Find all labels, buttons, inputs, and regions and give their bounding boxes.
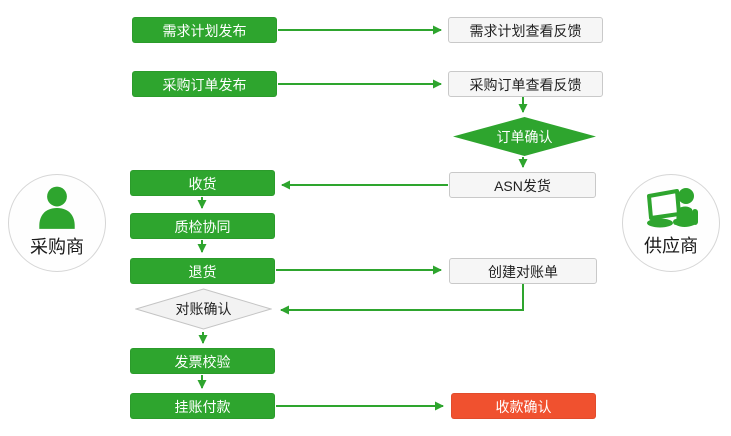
- diamond-shape: [135, 288, 272, 330]
- node-asn-ship: ASN发货: [449, 172, 596, 198]
- node-quality-collab: 质检协同: [130, 213, 275, 239]
- statement-confirm-label: 对账确认: [175, 301, 232, 317]
- node-po-feedback: 采购订单查看反馈: [448, 71, 603, 97]
- node-order-confirm: 订单确认: [453, 117, 596, 156]
- person-laptop-icon: [647, 188, 698, 228]
- node-receive-goods: 收货: [130, 170, 275, 196]
- person-icon: [39, 186, 75, 229]
- order-confirm-label: 订单确认: [496, 128, 553, 145]
- supplier-label: 供应商: [644, 236, 698, 256]
- node-create-statement: 创建对账单: [449, 258, 597, 284]
- node-po-publish: 采购订单发布: [132, 71, 277, 97]
- node-demand-plan-feedback: 需求计划查看反馈: [448, 17, 603, 43]
- node-invoice-verify: 发票校验: [130, 348, 275, 374]
- node-return-goods: 退货: [130, 258, 275, 284]
- node-receipt-confirm: 收款确认: [451, 393, 596, 419]
- buyer-label: 采购商: [30, 237, 84, 257]
- node-demand-plan-publish: 需求计划发布: [132, 17, 277, 43]
- arrow-statement-to-confirm: [280, 284, 524, 315]
- supplier-avatar: 供应商: [622, 174, 720, 272]
- diamond-shape: [453, 117, 596, 156]
- buyer-avatar: 采购商: [8, 174, 106, 272]
- node-statement-confirm: 对账确认: [135, 288, 272, 330]
- node-payment-on-account: 挂账付款: [130, 393, 275, 419]
